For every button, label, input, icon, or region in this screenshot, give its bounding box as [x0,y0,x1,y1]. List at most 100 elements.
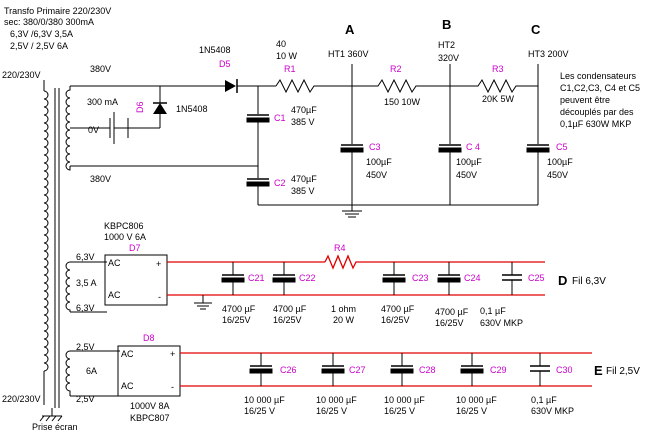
c25-label: C25 [528,273,545,283]
sec-380v-top: 380V [90,64,111,74]
cap-c3: C3 100µF 450V [340,86,392,205]
c4-voltage: 450V [456,170,477,180]
note-line3: peuvent être [560,95,610,105]
cap-c1-icon [246,117,270,123]
node-e-letter: E [594,363,603,378]
cap-c5: C5 100µF 450V [526,86,573,205]
title-line4: 2,5V / 2,5V 6A [10,41,68,51]
node-d-label: Fil 6,3V [572,276,606,287]
cap-c23-icon [382,277,406,283]
c5-value: 100µF [547,157,573,167]
d8-plus: + [170,349,175,359]
r1-label: R1 [284,64,296,74]
d8-ac2: AC [121,381,134,391]
d7-rating: 1000 V 6A [104,232,146,242]
ht-ground-icon [342,205,362,218]
c1-voltage: 385 V [291,117,315,127]
c28-voltage: 16/25 V [384,406,415,416]
c29-voltage: 16/25 V [456,406,487,416]
c26-label: C26 [280,365,297,375]
c22-value: 4700 µF [273,304,307,314]
c27-voltage: 16/25 V [316,406,347,416]
d6-label: D6 [135,101,145,113]
c24-value: 4700 µF [435,307,469,317]
cap-c4: C 4 100µF 450V [438,86,482,205]
c21-voltage: 16/25V [222,315,251,325]
cap-c2: C2 470µF 385 V [246,166,317,205]
c4-label: C 4 [466,142,480,152]
note-line5: 0,1µF 630W MKP [560,119,631,129]
r1-power: 10 W [276,51,298,61]
fil63-v-top: 6,3V [76,252,95,262]
fil63-winding: 6,3V 3,5 A 6,3V [65,252,107,313]
transformer: 220/230V 220/230V Prise écran [2,70,78,432]
d5-part: 1N5408 [199,45,231,55]
c21-value: 4700 µF [222,304,256,314]
fil25-bus: E Fil 2,5V [180,352,640,387]
cap-c21-icon [221,277,245,283]
c30-value: 0,1 µF [531,395,557,405]
d7-part: KBPC806 [104,221,144,231]
c25-value: 0,1 µF [480,306,506,316]
title-line2: sec: 380/0/380 300mA [4,17,94,27]
title-line3: 6,3V /6,3V 3,5A [10,29,73,39]
fil63-bus: R4 1 ohm 20 W D Fil 6,3V [167,243,606,325]
cap-c3-icon [340,147,364,153]
fil25-amps: 6A [86,366,97,376]
c2-voltage: 385 V [291,186,315,196]
cap-c4-icon [438,147,462,153]
c25-voltage: 630V MKP [480,318,523,328]
fil25-v-top: 2,5V [76,342,95,352]
resistor-r3-icon [450,78,538,94]
cap-c5-icon [526,147,550,153]
c1-value: 470µF [291,105,317,115]
c26-value: 10 000 µF [244,395,285,405]
hv-secondary: 380V 300 mA 0V 380V [65,64,259,184]
d8-part: KBPC807 [130,413,170,423]
c23-label: C23 [412,273,429,283]
c29-value: 10 000 µF [456,395,497,405]
bridge-d8-icon [117,345,181,397]
bridge-d8: D8 AC AC + - 1000V 8A KBPC807 [117,333,181,423]
fil25-v-bottom: 2,5V [76,394,95,404]
r3-label: R3 [492,64,504,74]
sec-380v-bottom: 380V [90,174,111,184]
d8-rating: 1000V 8A [130,401,170,411]
cap-c21: C21 4700 µF 16/25V [221,262,265,325]
c22-label: C22 [299,273,316,283]
c3-voltage: 450V [366,170,387,180]
c24-voltage: 16/25V [435,318,464,328]
cap-c26: C26 10 000 µF 16/25 V [244,353,297,416]
cap-c23: C23 4700 µF 16/25V [381,262,429,325]
d6-part: 1N5408 [176,104,208,114]
c3-label: C3 [369,142,381,152]
d8-ac1: AC [121,349,134,359]
c23-voltage: 16/25V [381,315,410,325]
c23-value: 4700 µF [381,304,415,314]
node-b-label: HT2 [438,40,455,50]
node-c-letter: C [531,22,541,37]
d7-minus: - [158,292,161,302]
fil25-winding: 2,5V 6A 2,5V [65,342,120,404]
primary-top-label: 220/230V [2,70,41,80]
sec-300ma: 300 mA [87,97,118,107]
c27-value: 10 000 µF [316,395,357,405]
cap-c22-icon [272,277,296,283]
cap-c30: C30 0,1 µF 630V MKP [530,353,574,416]
r4-value: 1 ohm [331,304,356,314]
c2-value: 470µF [291,174,317,184]
c5-voltage: 450V [547,170,568,180]
c5-label: C5 [556,142,568,152]
r2-label: R2 [390,64,402,74]
c28-label: C28 [419,365,436,375]
d7-label: D7 [129,243,141,253]
c2-label: C2 [274,178,286,188]
cap-c29: C29 10 000 µF 16/25 V [456,353,507,416]
node-b-letter: B [442,17,451,32]
diode-d6: D6 1N5408 [128,86,208,129]
title-line1: Transfo Primaire 220/230V [4,6,111,16]
r4-power: 20 W [333,315,355,325]
node-b-voltage: 320V [438,53,459,63]
diode-d5: 1N5408 D5 [199,45,276,93]
bridge-d7-icon [104,254,168,306]
